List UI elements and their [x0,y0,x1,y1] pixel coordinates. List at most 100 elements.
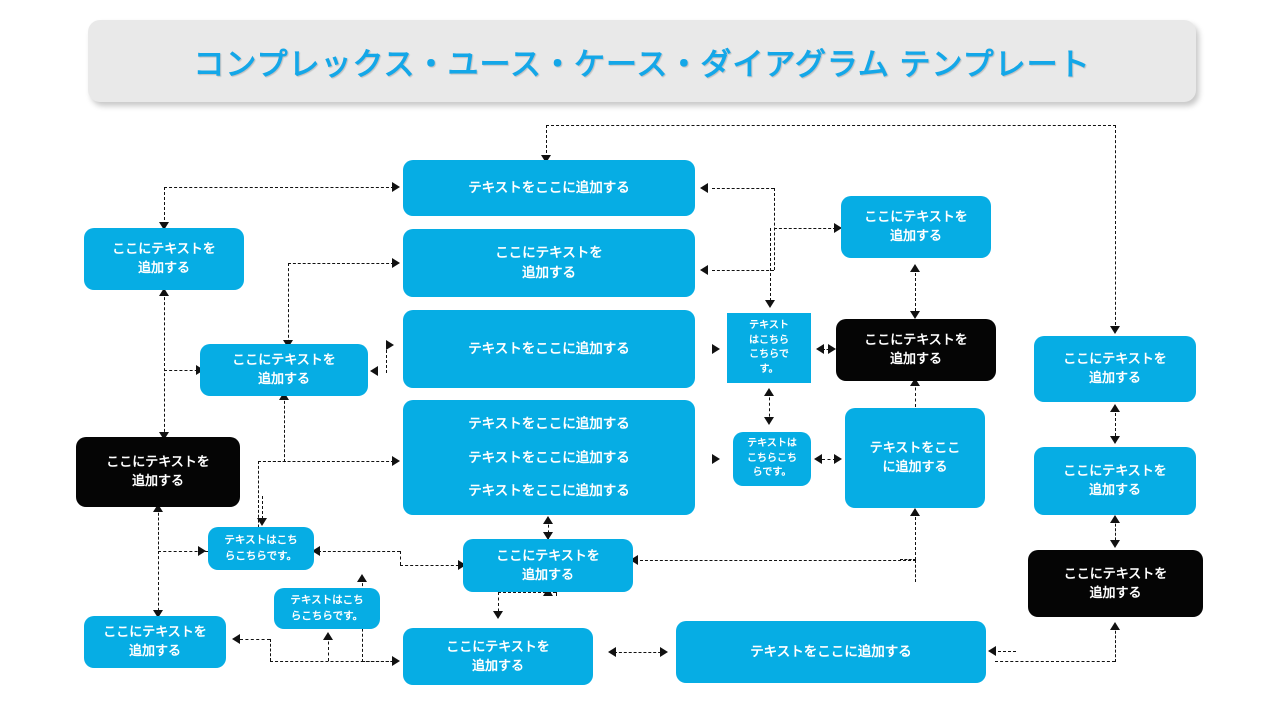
connector-c4-left-v [258,461,259,547]
node-left-4-line2: らこちらです。 [224,549,298,562]
node-center-1-label: テキストをここに追加する [468,180,630,196]
connector-l3-down-l6 [158,551,159,616]
node-center-4-line3: テキストをここに追加する [468,483,630,499]
node-center-1[interactable]: テキストをここに追加する [403,160,695,216]
node-right-4-line1: ここにテキストを [1063,463,1167,479]
connector-l4-to-l3 [158,508,159,554]
connector-bottom-to-c6 [270,661,394,662]
node-left-3-line2: 追加する [131,473,184,488]
node-left-1-line2: 追加する [137,260,190,275]
connector-top-left-drop [546,125,547,158]
node-left-4-line1: テキストはこち [224,534,298,547]
connector-bottom-to-r2 [915,512,916,560]
arrow-left-to-c6 [608,647,616,657]
arrow-right-to-r0 [834,223,842,233]
connector-c5-to-l4 [318,551,400,552]
connector-r0-r1 [915,268,916,316]
node-mid-1[interactable]: テキスト はこちら こちらで す。 [727,313,811,383]
connector-l3branch-h [164,370,208,371]
connector-l3-to-l1 [164,292,165,437]
node-center-6[interactable]: ここにテキストを 追加する [403,628,593,685]
node-right-1[interactable]: ここにテキストを 追加する [836,319,996,381]
arrow-left-to-m2 [814,454,822,464]
node-center-6-line1: ここにテキストを [446,638,550,654]
connector-l1-stub-v [164,187,165,230]
node-center-4-line1: テキストをここに追加する [468,416,630,432]
node-center-7[interactable]: テキストをここに追加する [676,621,986,683]
node-right-0-line1: ここにテキストを [864,209,968,225]
connector-right-to-c5 [640,560,916,561]
node-left-2-line2: 追加する [257,371,310,386]
node-mid-1-line1: テキスト [749,320,789,331]
node-center-4[interactable]: テキストをここに追加する テキストをここに追加する テキストをここに追加する [403,400,695,515]
node-center-2-line2: 追加する [521,265,576,280]
node-mid-1-line3: こちらで [749,349,789,360]
connector-l4-in [158,551,208,552]
node-mid-2-line3: らです。 [752,467,792,479]
node-right-1-line2: 追加する [889,351,942,366]
node-right-0[interactable]: ここにテキストを 追加する [841,196,991,258]
node-mid-2[interactable]: テキストは こちらこち らです。 [733,432,811,486]
arrow-down-to-c1 [541,155,551,163]
connector-c4-c5 [548,519,549,539]
node-left-2[interactable]: ここにテキストを 追加する [200,344,368,396]
arrow-right-small-c3 [386,340,394,350]
node-right-5[interactable]: ここにテキストを 追加する [1028,550,1203,617]
node-mid-2-line2: こちらこち [747,452,797,464]
arrow-down-to-r4 [1110,436,1120,444]
node-center-5-line1: ここにテキストを [496,547,600,563]
node-right-2[interactable]: テキストをここ に追加する [845,408,985,508]
node-right-1-line1: ここにテキストを [864,332,968,348]
node-center-5-line2: 追加する [521,566,574,582]
node-left-5-line1: テキストはこち [290,594,364,607]
arrow-right-to-c5 [458,560,466,570]
connector-c5-c6-h [498,592,556,593]
node-center-2[interactable]: ここにテキストを 追加する [403,229,695,297]
node-right-2-line1: テキストをここ [869,440,961,456]
arrow-left-to-c7 [988,646,996,656]
connector-r3-r4 [1115,408,1116,441]
arrow-left-to-l6 [232,634,240,644]
connector-c7-to-r5 [995,661,1115,662]
arrow-up-to-c5 [543,588,553,596]
node-right-3[interactable]: ここにテキストを 追加する [1034,336,1196,402]
node-center-5[interactable]: ここにテキストを 追加する [463,539,633,592]
node-center-7-label: テキストをここに追加する [750,644,912,660]
arrow-down-to-l1 [159,222,169,230]
arrow-right-to-r2 [834,454,842,464]
arrow-up-to-r1 [910,378,920,386]
arrow-right-to-c7 [660,647,668,657]
node-left-6[interactable]: ここにテキストを 追加する [84,616,226,668]
node-right-3-line2: 追加する [1088,370,1141,385]
connector-bottom-r2-h [900,559,916,560]
node-left-6-line2: 追加する [128,643,181,658]
arrow-right-into-m1 [712,344,720,354]
node-right-4-line2: 追加する [1088,482,1141,497]
connector-to-c4 [258,461,394,462]
node-left-3[interactable]: ここにテキストを 追加する [76,437,240,507]
node-left-3-line1: ここにテキストを [106,454,210,470]
arrow-left-to-c1 [700,183,708,193]
node-left-1[interactable]: ここにテキストを 追加する [84,228,244,290]
arrow-up-to-m1 [764,388,774,396]
connector-r4-r5 [1115,519,1116,545]
node-left-4[interactable]: テキストはこち らこちらです。 [208,527,314,570]
arrow-left-to-l4 [312,546,320,556]
connector-l2-c3-v [386,345,387,373]
arrow-down-to-m1 [765,300,775,308]
arrow-right-into-m2 [712,454,720,464]
node-center-3[interactable]: テキストをここに追加する [403,310,695,388]
connector-m-to-c1 [712,188,774,189]
arrow-down-to-r3 [1110,326,1120,334]
node-left-5[interactable]: テキストはこち らこちらです。 [274,588,380,629]
node-right-4[interactable]: ここにテキストを 追加する [1034,447,1196,515]
arrow-down-to-l4 [257,518,267,526]
node-right-5-line2: 追加する [1089,584,1142,600]
arrow-up-to-r0 [910,264,920,272]
arrow-left-small-l2 [370,366,378,376]
connector-into-l4-top [262,496,263,524]
arrow-right-to-r1 [828,344,836,354]
connector-m-to-c1-v [774,188,775,270]
connector-c5-c6-v [498,592,499,617]
